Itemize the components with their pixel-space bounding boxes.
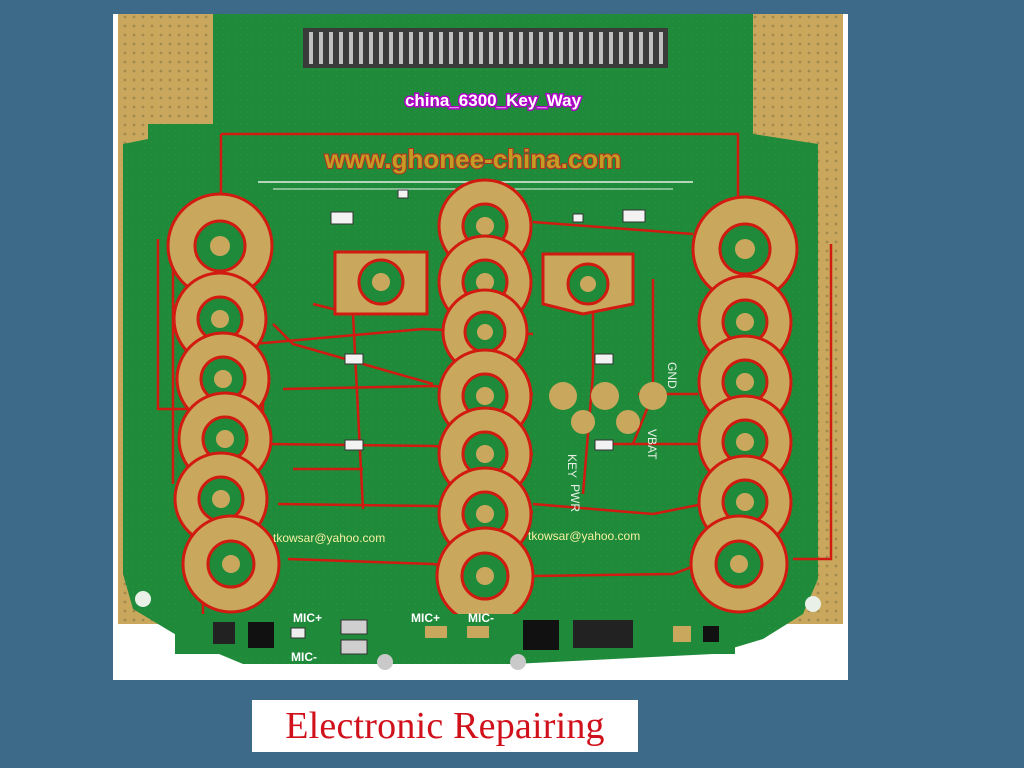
board-title: china_6300_Key_Way	[405, 91, 582, 110]
smd-components	[330, 189, 646, 451]
pad-label-key: KEY	[565, 454, 579, 478]
email-right: tkowsar@yahoo.com	[528, 529, 640, 543]
key-pad	[166, 192, 274, 300]
nav-pad-right	[541, 252, 635, 316]
pad-label-pwr: PWR	[568, 484, 582, 512]
pcb-photo: china_6300_Key_Way www.ghonee-china.com	[113, 14, 848, 680]
nav-pad-left	[333, 250, 429, 316]
email-left: tkowsar@yahoo.com	[273, 531, 385, 545]
key-pad	[689, 514, 789, 614]
bottom-components	[135, 591, 821, 670]
mic-label-3: MIC+	[411, 611, 440, 625]
mic-label-2: MIC-	[291, 650, 317, 664]
key-pads	[166, 178, 799, 626]
key-pad	[691, 195, 799, 303]
key-pad	[435, 526, 535, 626]
mic-label-1: MIC+	[293, 611, 322, 625]
website-watermark: www.ghonee-china.com	[324, 144, 622, 174]
mic-label-4: MIC-	[468, 611, 494, 625]
lcd-connector	[303, 28, 668, 68]
key-pad	[181, 514, 281, 614]
slide-caption: Electronic Repairing	[252, 700, 638, 752]
pad-label-vbat: VBAT	[645, 429, 659, 460]
pad-label-gnd: GND	[665, 362, 679, 389]
test-points	[549, 382, 667, 434]
